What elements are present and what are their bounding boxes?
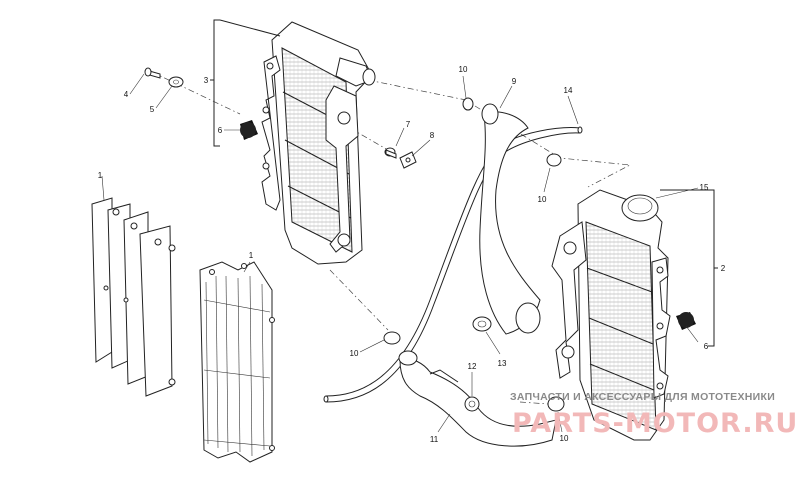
label-2: 2 bbox=[721, 264, 726, 273]
label-13: 13 bbox=[498, 359, 507, 368]
radiator-louver-solid bbox=[91, 197, 176, 397]
watermark-logo: PARTS-MOTOR.RU bbox=[512, 408, 798, 439]
label-6-right: 6 bbox=[704, 342, 709, 351]
watermark: ЗАПЧАСТИ И АКСЕССУАРЫ ДЛЯ МОТОТЕХНИКИ PA… bbox=[510, 391, 798, 439]
left-radiator bbox=[261, 21, 376, 265]
label-7: 7 bbox=[406, 120, 411, 129]
small-parts bbox=[144, 67, 696, 412]
label-14: 14 bbox=[564, 86, 573, 95]
watermark-caption: ЗАПЧАСТИ И АКСЕССУАРЫ ДЛЯ МОТОТЕХНИКИ bbox=[510, 391, 775, 403]
label-10-right: 10 bbox=[538, 195, 547, 204]
radiator-louver-grille bbox=[199, 261, 275, 463]
part-labels: 1 1 2 3 4 5 6 6 7 8 9 10 10 10 10 11 12 … bbox=[98, 65, 726, 444]
overflow-hose bbox=[323, 126, 583, 403]
label-9: 9 bbox=[512, 77, 517, 86]
label-6-left: 6 bbox=[218, 126, 223, 135]
leader-lines bbox=[101, 73, 699, 433]
group-brackets bbox=[210, 19, 718, 347]
label-15: 15 bbox=[700, 183, 709, 192]
label-10-bottom: 10 bbox=[560, 434, 569, 443]
label-3: 3 bbox=[204, 76, 209, 85]
upper-coolant-hose bbox=[479, 103, 541, 335]
right-radiator bbox=[551, 189, 671, 441]
label-1-louver: 1 bbox=[98, 171, 103, 180]
label-4: 4 bbox=[124, 90, 129, 99]
label-10-top: 10 bbox=[459, 65, 468, 74]
label-8: 8 bbox=[430, 131, 435, 140]
label-5: 5 bbox=[150, 105, 155, 114]
label-11: 11 bbox=[430, 435, 439, 444]
lower-coolant-hose bbox=[398, 350, 557, 447]
label-12: 12 bbox=[468, 362, 477, 371]
label-10-left: 10 bbox=[350, 349, 359, 358]
label-1-grille: 1 bbox=[249, 251, 254, 260]
